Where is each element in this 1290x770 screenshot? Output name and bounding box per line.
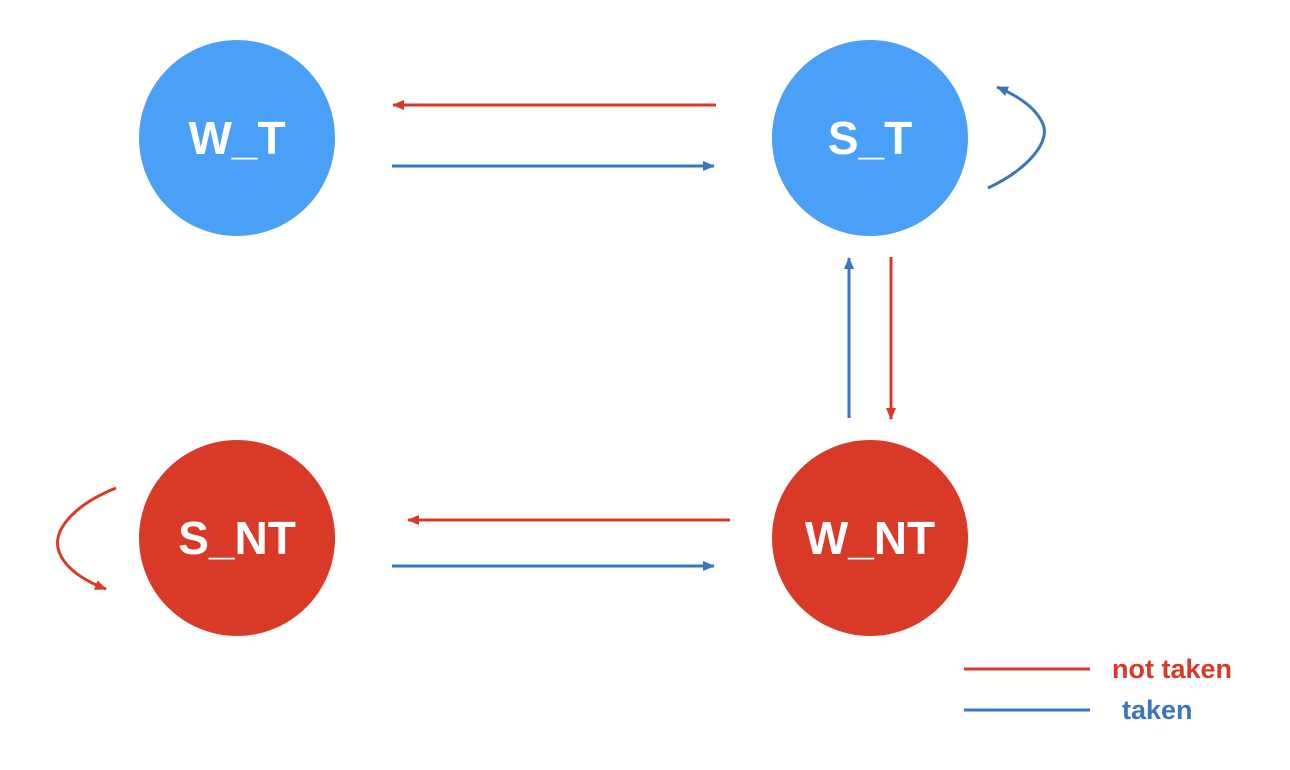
state-circle-strong-not-taken (139, 440, 335, 636)
state-label-strong-taken: S_T (828, 112, 912, 164)
state-node-weak-taken: W_T (139, 40, 335, 236)
state-label-strong-not-taken: S_NT (178, 512, 296, 564)
state-label-weak-not-taken: W_NT (805, 512, 935, 564)
state-circle-weak-not-taken (772, 440, 968, 636)
legend-label-taken: taken (1122, 695, 1193, 725)
state-label-weak-taken: W_T (188, 112, 285, 164)
edge-strong-taken-self-loop-taken (987, 85, 1046, 190)
state-node-weak-not-taken: W_NT (772, 440, 968, 636)
legend-label-not-taken: not taken (1112, 654, 1232, 684)
state-node-strong-taken: S_T (772, 40, 968, 236)
edge-strong-not-taken-self-loop-not-taken (56, 486, 117, 591)
legend: not taken taken (964, 654, 1232, 725)
state-circle-strong-taken (772, 40, 968, 236)
state-node-strong-not-taken: S_NT (139, 440, 335, 636)
state-circle-weak-taken (139, 40, 335, 236)
